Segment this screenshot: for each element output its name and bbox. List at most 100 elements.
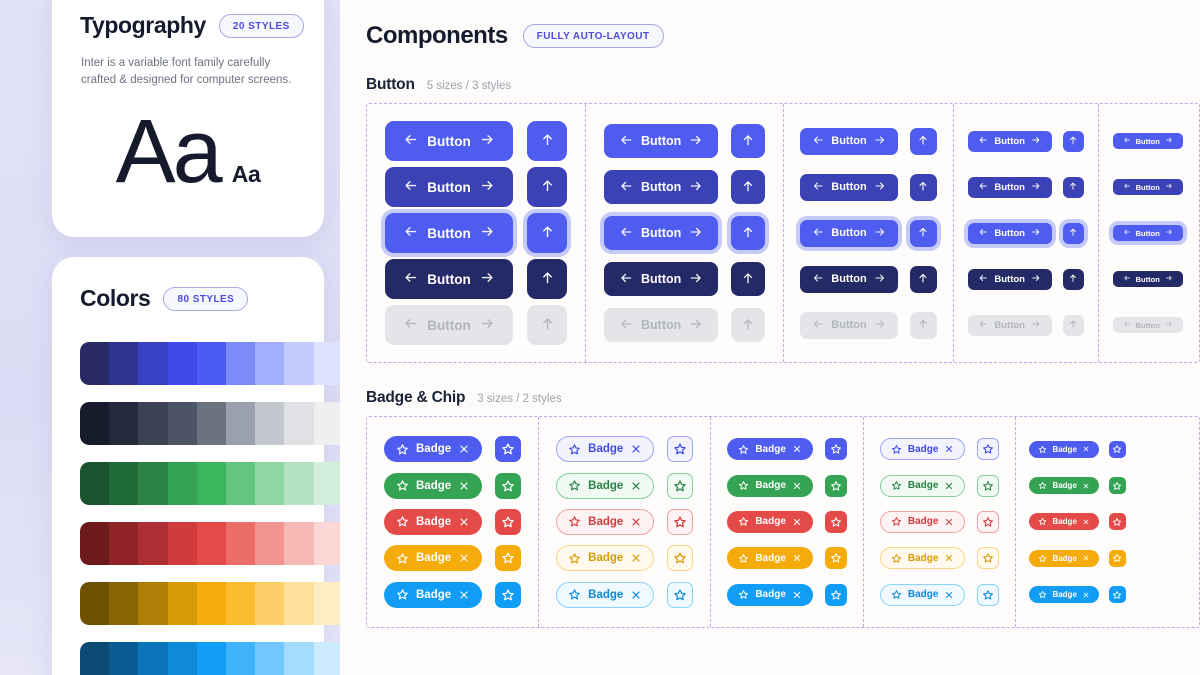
color-swatch[interactable] — [255, 582, 285, 625]
close-x-icon[interactable] — [458, 516, 470, 528]
button-xs-default[interactable]: Button — [1112, 133, 1183, 149]
icon-button-md-pressed[interactable] — [909, 265, 937, 293]
chip-star-lg-solid-amber[interactable] — [495, 545, 522, 572]
chip-star-md-outline-indigo[interactable] — [977, 438, 1000, 461]
button-xs-pressed[interactable]: Button — [1112, 271, 1183, 287]
badge-sm-solid-green[interactable]: Badge — [1029, 477, 1099, 495]
button-sm-hover[interactable]: Button — [967, 176, 1052, 198]
icon-button-xl-pressed[interactable] — [527, 259, 567, 299]
close-x-icon[interactable] — [1082, 518, 1090, 526]
chip-star-lg-solid-blue[interactable] — [495, 581, 522, 608]
icon-button-lg-focused[interactable] — [731, 216, 766, 250]
button-xl-focused[interactable]: Button — [385, 213, 513, 253]
close-x-icon[interactable] — [630, 443, 642, 455]
color-swatch[interactable] — [255, 522, 285, 565]
color-swatch[interactable] — [284, 582, 314, 625]
color-swatch[interactable] — [109, 402, 139, 445]
badge-md-solid-green[interactable]: Badge — [727, 474, 813, 497]
close-x-icon[interactable] — [1082, 445, 1090, 453]
chip-star-sm-solid-red[interactable] — [1108, 513, 1126, 531]
color-swatch[interactable] — [167, 582, 197, 625]
icon-button-xl-focused[interactable] — [527, 213, 567, 253]
color-swatch[interactable] — [196, 342, 227, 385]
button-sm-default[interactable]: Button — [967, 130, 1052, 152]
color-swatch[interactable] — [167, 522, 197, 565]
button-xl-default[interactable]: Button — [385, 121, 513, 161]
chip-star-lg-outline-green[interactable] — [667, 472, 694, 499]
close-x-icon[interactable] — [792, 481, 802, 491]
badge-md-outline-red[interactable]: Badge — [879, 510, 966, 533]
close-x-icon[interactable] — [458, 480, 470, 492]
close-x-icon[interactable] — [458, 589, 470, 601]
close-x-icon[interactable] — [944, 481, 954, 491]
color-swatch[interactable] — [109, 642, 139, 675]
badge-lg-solid-green[interactable]: Badge — [384, 472, 483, 499]
color-swatch[interactable] — [80, 582, 110, 625]
icon-button-md-hover[interactable] — [909, 173, 937, 201]
badge-md-solid-indigo[interactable]: Badge — [727, 438, 813, 461]
color-swatch[interactable] — [196, 582, 227, 625]
close-x-icon[interactable] — [1082, 591, 1090, 599]
badge-lg-outline-green[interactable]: Badge — [556, 472, 655, 499]
chip-star-md-solid-green[interactable] — [824, 474, 847, 497]
button-lg-hover[interactable]: Button — [604, 170, 719, 204]
color-swatch[interactable] — [313, 402, 340, 445]
badge-lg-solid-blue[interactable]: Badge — [384, 581, 483, 608]
color-swatch[interactable] — [284, 642, 314, 675]
chip-star-sm-solid-blue[interactable] — [1108, 586, 1126, 604]
badge-sm-solid-indigo[interactable]: Badge — [1029, 440, 1099, 458]
close-x-icon[interactable] — [944, 590, 954, 600]
color-swatch[interactable] — [138, 522, 168, 565]
close-x-icon[interactable] — [630, 552, 642, 564]
close-x-icon[interactable] — [792, 517, 802, 527]
badge-lg-solid-amber[interactable]: Badge — [384, 545, 483, 572]
badge-lg-solid-indigo[interactable]: Badge — [384, 436, 483, 463]
icon-button-md-focused[interactable] — [909, 219, 937, 247]
close-x-icon[interactable] — [944, 444, 954, 454]
button-xs-hover[interactable]: Button — [1112, 179, 1183, 195]
color-swatch[interactable] — [196, 402, 227, 445]
close-x-icon[interactable] — [944, 553, 954, 563]
color-swatch[interactable] — [167, 342, 197, 385]
color-swatch[interactable] — [284, 522, 314, 565]
color-swatch[interactable] — [109, 342, 139, 385]
icon-button-sm-hover[interactable] — [1062, 176, 1084, 198]
badge-md-outline-green[interactable]: Badge — [879, 474, 966, 497]
color-swatch[interactable] — [313, 462, 340, 505]
badge-sm-solid-red[interactable]: Badge — [1029, 513, 1099, 531]
icon-button-lg-default[interactable] — [731, 124, 766, 158]
chip-star-md-solid-amber[interactable] — [824, 547, 847, 570]
chip-star-lg-outline-indigo[interactable] — [667, 436, 694, 463]
color-swatch[interactable] — [226, 522, 256, 565]
color-swatch[interactable] — [226, 642, 256, 675]
close-x-icon[interactable] — [1082, 482, 1090, 490]
icon-button-sm-default[interactable] — [1062, 130, 1084, 152]
color-swatch[interactable] — [226, 582, 256, 625]
chip-star-lg-solid-green[interactable] — [495, 472, 522, 499]
color-swatch[interactable] — [313, 342, 340, 385]
color-swatch[interactable] — [167, 642, 197, 675]
badge-lg-outline-blue[interactable]: Badge — [556, 581, 655, 608]
badge-sm-solid-blue[interactable]: Badge — [1029, 586, 1099, 604]
close-x-icon[interactable] — [792, 553, 802, 563]
chip-star-lg-outline-red[interactable] — [667, 508, 694, 535]
chip-star-lg-outline-blue[interactable] — [667, 581, 694, 608]
button-md-pressed[interactable]: Button — [800, 265, 898, 293]
color-swatch[interactable] — [167, 462, 197, 505]
color-swatch[interactable] — [196, 522, 227, 565]
badge-md-outline-blue[interactable]: Badge — [879, 583, 966, 606]
color-swatch[interactable] — [226, 402, 256, 445]
color-swatch[interactable] — [138, 642, 168, 675]
button-xl-pressed[interactable]: Button — [385, 259, 513, 299]
close-x-icon[interactable] — [630, 480, 642, 492]
button-sm-pressed[interactable]: Button — [967, 268, 1052, 290]
icon-button-md-default[interactable] — [909, 127, 937, 155]
chip-star-md-outline-green[interactable] — [977, 474, 1000, 497]
color-swatch[interactable] — [255, 642, 285, 675]
close-x-icon[interactable] — [458, 443, 470, 455]
color-swatch[interactable] — [138, 342, 168, 385]
color-swatch[interactable] — [80, 402, 110, 445]
color-swatch[interactable] — [138, 582, 168, 625]
icon-button-xl-default[interactable] — [527, 121, 567, 161]
color-swatch[interactable] — [80, 642, 110, 675]
